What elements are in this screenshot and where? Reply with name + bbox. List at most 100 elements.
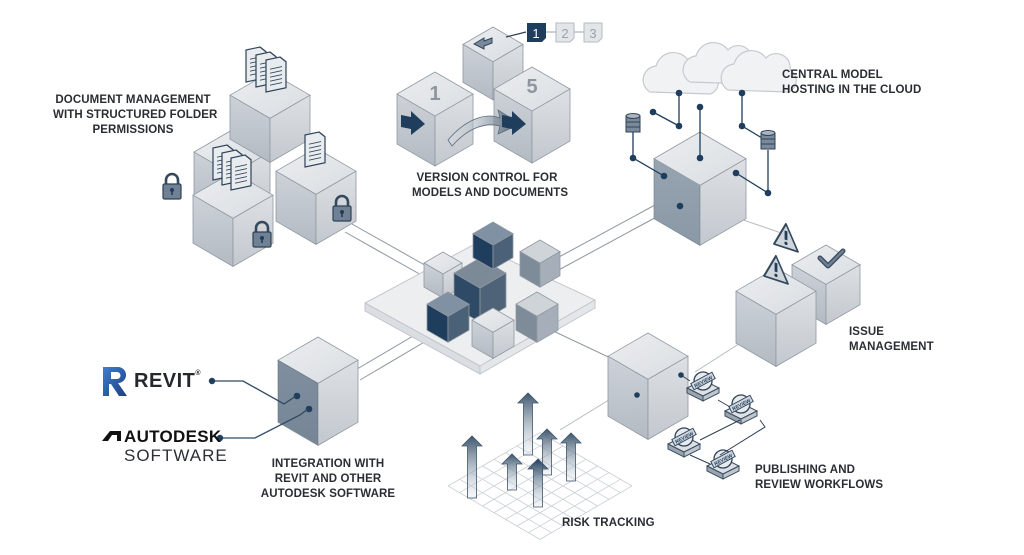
label-line: WITH STRUCTURED FOLDER	[53, 109, 218, 121]
version-step-label: 2	[561, 26, 568, 41]
cube-right	[647, 355, 689, 441]
label-issue-management: ISSUE MANAGEMENT	[849, 325, 934, 355]
label-version-control: VERSION CONTROL FOR MODELS AND DOCUMENTS	[412, 171, 569, 201]
padlock-icon	[162, 172, 182, 200]
version-step-label: 3	[589, 26, 596, 41]
checkmark-icon	[818, 249, 845, 268]
cube-right	[317, 359, 359, 447]
connector-dot	[738, 122, 746, 130]
risk-tracking-illustration	[447, 392, 633, 540]
arrow-up-icon	[517, 392, 539, 456]
connector-dot	[696, 103, 704, 111]
label-line: MANAGEMENT	[849, 341, 934, 353]
cube-right	[536, 303, 559, 344]
cloud-hosting-illustration	[625, 41, 797, 247]
cube-right	[825, 264, 861, 326]
folder-cube	[229, 71, 311, 164]
review-stamp-icon: REVIEW	[685, 371, 721, 402]
cube-right	[492, 232, 514, 270]
revit-logo-icon	[103, 367, 127, 396]
label-line: CENTRAL MODEL	[782, 69, 883, 81]
label-line: MODELS AND DOCUMENTS	[412, 187, 569, 199]
autodesk-connector-dot	[216, 434, 224, 442]
label-line: PERMISSIONS	[92, 124, 174, 136]
label-cloud-hosting: CENTRAL MODEL HOSTING IN THE CLOUD	[782, 68, 921, 98]
connector-dot	[732, 169, 740, 177]
review-stamp-icon: REVIEW	[666, 427, 702, 458]
version-step-3: 3	[583, 22, 603, 43]
version-steps: 1 2 3	[505, 22, 603, 43]
arrow-up-icon	[527, 458, 549, 508]
hub-cube	[515, 291, 559, 344]
cube-right	[232, 194, 274, 268]
integration-illustration	[277, 336, 359, 447]
connector-line	[680, 374, 691, 382]
cube-right	[447, 303, 470, 344]
document-icon	[304, 131, 326, 168]
cube-right	[492, 319, 515, 360]
connector-dot	[675, 122, 683, 130]
arrow-up-icon	[560, 432, 582, 482]
connector-line	[689, 454, 711, 465]
publishing-cube	[607, 332, 689, 441]
warning-icon	[763, 254, 789, 285]
cloud-icon	[720, 49, 797, 93]
arrow-icon	[472, 37, 493, 50]
hub-cube	[519, 239, 561, 288]
label-line: VERSION CONTROL FOR	[416, 172, 558, 184]
document-icon	[265, 56, 287, 93]
connector-line	[717, 399, 731, 408]
cube-right	[775, 290, 817, 368]
connector-dot	[634, 392, 640, 398]
revit-logo-text: REVIT®	[134, 370, 201, 393]
connector-dot	[629, 154, 637, 162]
connector-dot	[738, 89, 746, 97]
connector-dot	[649, 108, 657, 116]
autodesk-logo-text: AUTODESK	[124, 427, 222, 446]
connector-dot	[305, 405, 313, 413]
version-step-label: 1	[532, 26, 539, 41]
connector-line	[719, 419, 766, 456]
document-icon	[230, 154, 252, 191]
review-stamp-icon: REVIEW	[723, 394, 759, 425]
autodesk-logo-icon	[102, 431, 121, 441]
version-step-2: 2	[555, 22, 575, 43]
revit-word: REVIT	[134, 370, 196, 392]
cube-shade	[278, 360, 318, 445]
database-icon	[625, 113, 641, 133]
arrow-icon	[502, 111, 526, 135]
label-line: REVIEW WORKFLOWS	[755, 479, 884, 491]
version-cube-number-right: 5	[526, 76, 537, 98]
label-risk-tracking: RISK TRACKING	[562, 516, 655, 531]
connector-dot	[660, 172, 668, 180]
issue-management-illustration	[735, 222, 861, 368]
version-cube-number-left: 1	[429, 83, 440, 105]
connector-line	[699, 419, 741, 441]
connector-dot	[293, 392, 301, 400]
hub-cube	[471, 307, 515, 360]
version-control-illustration	[396, 26, 571, 167]
document-management-illustration	[162, 46, 357, 268]
connector-dot	[764, 189, 772, 197]
hub-cube	[426, 291, 470, 344]
hub-cube	[472, 221, 514, 270]
issue-cube	[735, 267, 817, 368]
label-line: PUBLISHING AND	[755, 464, 856, 476]
logo-connectors	[212, 380, 309, 439]
arrow-icon	[401, 111, 425, 135]
padlock-icon	[332, 194, 352, 222]
arrow-up-icon	[461, 435, 483, 499]
padlock-icon	[252, 220, 272, 248]
connector-dot	[676, 202, 684, 210]
label-line: HOSTING IN THE CLOUD	[782, 84, 922, 96]
connector-dot	[675, 89, 683, 97]
connector-line	[741, 93, 763, 139]
autodesk-software-text: SOFTWARE	[124, 446, 228, 465]
review-stamp-icon: REVIEW	[705, 449, 741, 480]
registered-mark: ®	[195, 370, 202, 377]
version-cube-1	[396, 71, 474, 167]
label-line: RISK TRACKING	[562, 517, 655, 529]
central-hub	[363, 221, 597, 375]
